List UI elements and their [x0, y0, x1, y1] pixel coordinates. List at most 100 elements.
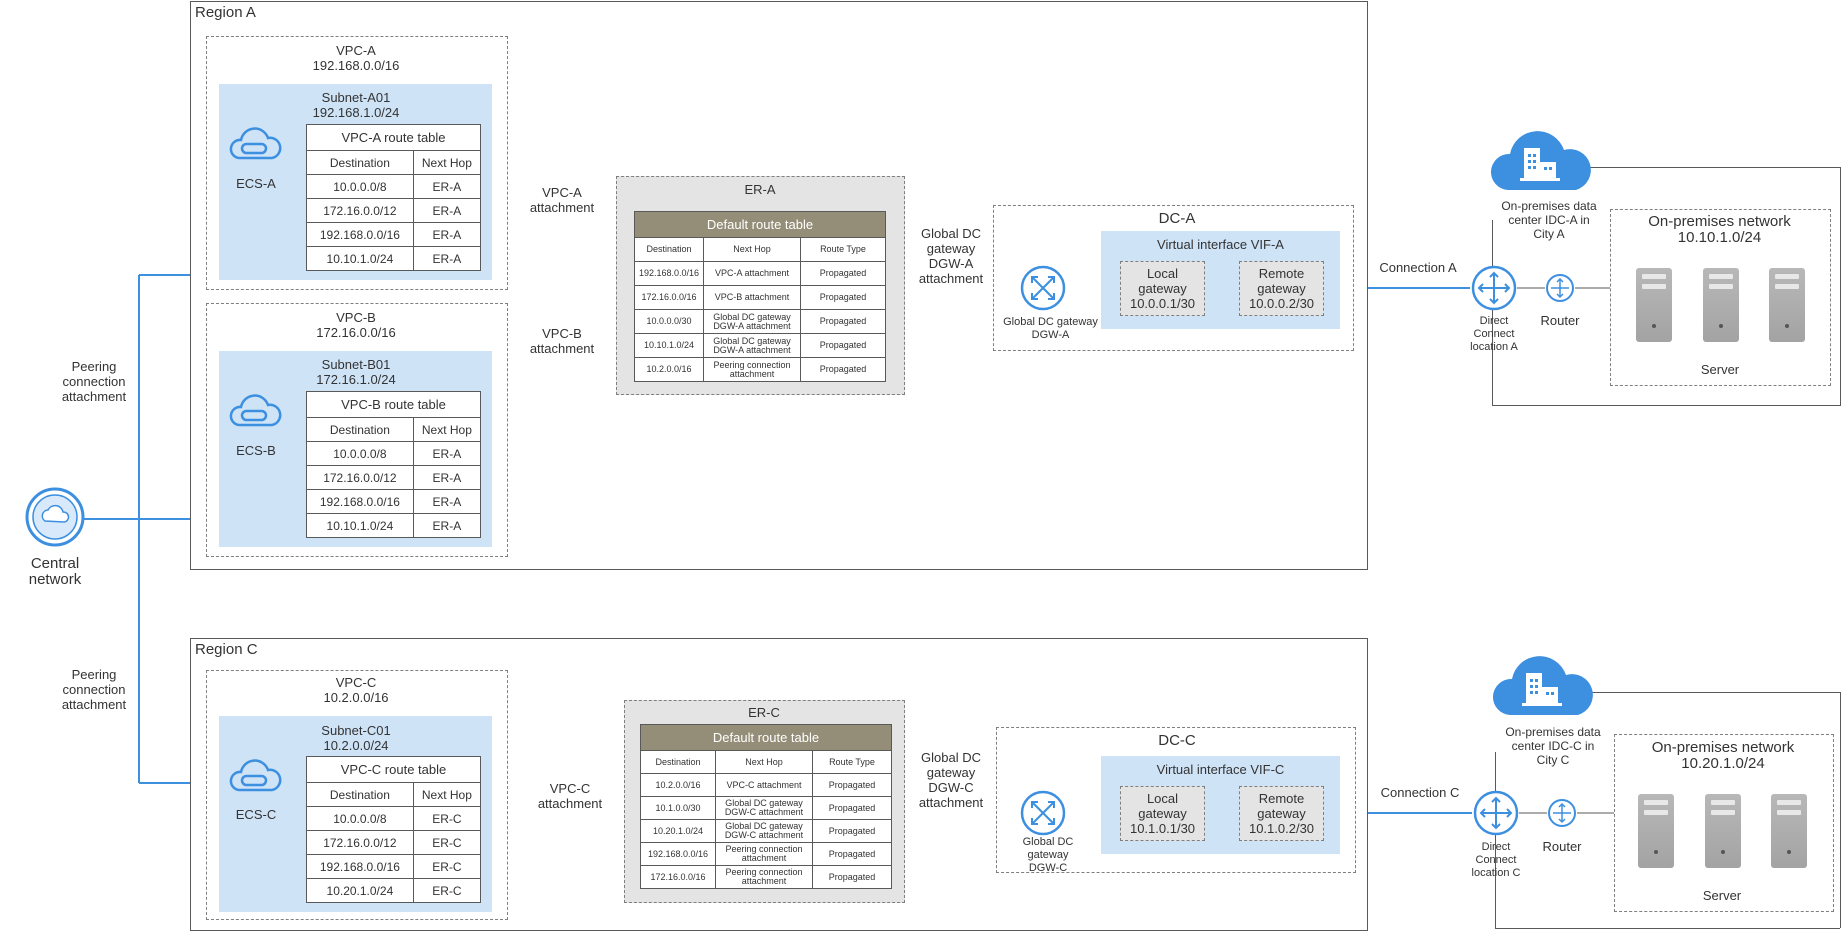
idc-c-box-left	[1495, 752, 1496, 928]
direct-connect-a-icon	[1470, 264, 1518, 312]
server-icon	[1769, 268, 1805, 342]
dgw-c-label: Global DC gateway DGW-C	[1022, 836, 1074, 874]
server-c-label: Server	[1702, 888, 1742, 903]
subnet-a01-cidr: 192.168.1.0/24	[312, 105, 400, 120]
column-header: Destination	[306, 782, 414, 807]
vpc-c-route-table-title: VPC-C route table	[306, 756, 481, 783]
idc-c-box-bottom	[1495, 928, 1840, 929]
vpc-c-cidr: 10.2.0.0/16	[323, 690, 389, 705]
vpc-b-cidr: 172.16.0.0/16	[316, 325, 396, 340]
idc-a-cloud-building-icon	[1488, 130, 1598, 192]
column-header: Next Hop	[412, 150, 482, 175]
column-header: Next Hop	[715, 750, 813, 774]
er-a-route-table-title: Default route table	[634, 211, 886, 238]
remote-gateway-c: Remote gateway 10.1.0.2/30	[1239, 786, 1324, 841]
vpc-b	[206, 303, 508, 557]
onprem-network-a-cidr: 10.10.1.0/24	[1677, 229, 1762, 246]
column-header: Destination	[634, 237, 704, 262]
central-network-label: Central network	[28, 555, 82, 588]
dc-c-name: DC-C	[1158, 732, 1196, 749]
column-header: Next Hop	[412, 417, 482, 442]
central-network-icon	[25, 487, 85, 547]
router-c-icon	[1547, 798, 1577, 828]
peering-label-c: Peering connection attachment	[61, 667, 127, 712]
dc-a-name: DC-A	[1158, 210, 1196, 227]
ecs-b-icon	[226, 391, 286, 431]
peering-label-a: Peering connection attachment	[61, 359, 127, 404]
ecs-c-label: ECS-C	[235, 807, 277, 822]
vpc-b-name: VPC-B	[336, 310, 376, 325]
connection-c-label: Connection C	[1380, 785, 1460, 800]
region-a-title: Region A	[195, 4, 256, 21]
direct-connect-a-label: Direct Connect location A	[1470, 315, 1518, 353]
idc-c-box-top	[1588, 692, 1840, 693]
onprem-network-c	[1614, 734, 1834, 912]
vpc-b-attachment-label: VPC-B attachment	[529, 326, 595, 356]
vif-c-label: Virtual interface VIF-C	[1156, 762, 1285, 777]
vpc-b-route-table-title: VPC-B route table	[306, 391, 481, 418]
dgw-a-label: Global DC gateway DGW-A	[1003, 316, 1098, 341]
dc-c	[996, 727, 1356, 873]
er-c-name: ER-C	[748, 705, 780, 720]
server-icon	[1638, 794, 1674, 868]
connection-a-label: Connection A	[1379, 260, 1457, 275]
router-a-label: Router	[1540, 313, 1580, 328]
column-header: Destination	[640, 750, 716, 774]
column-header: Route Type	[800, 237, 886, 262]
vpc-a-name: VPC-A	[336, 43, 376, 58]
vpc-a-attachment-label: VPC-A attachment	[529, 185, 595, 215]
dgw-a-attachment-label: Global DC gateway DGW-A attachment	[918, 226, 984, 286]
vpc-c-name: VPC-C	[335, 675, 377, 690]
ecs-b-label: ECS-B	[236, 443, 276, 458]
onprem-network-c-cidr: 10.20.1.0/24	[1681, 755, 1765, 772]
vif-a-label: Virtual interface VIF-A	[1157, 237, 1284, 252]
subnet-c01-cidr: 10.2.0.0/24	[323, 738, 389, 753]
ecs-a-icon	[226, 124, 286, 164]
er-a-name: ER-A	[744, 182, 776, 197]
direct-connect-c-icon	[1472, 789, 1520, 837]
idc-a-box-left	[1492, 220, 1493, 405]
subnet-c01-name: Subnet-C01	[321, 723, 391, 738]
onprem-network-a-title: On-premises network	[1648, 213, 1791, 230]
global-dc-gateway-c-icon	[1019, 789, 1067, 837]
server-icon	[1636, 268, 1672, 342]
vpc-a-cidr: 192.168.0.0/16	[312, 58, 400, 73]
idc-a-box-top	[1584, 167, 1840, 168]
vpc-c-attachment-label: VPC-C attachment	[537, 781, 603, 811]
onprem-network-c-title: On-premises network	[1651, 739, 1795, 756]
idc-a-label: On-premises data center IDC-A in City A	[1501, 199, 1597, 241]
onprem-network-a	[1610, 209, 1831, 386]
vpc-a	[206, 36, 508, 290]
ecs-c-icon	[226, 756, 286, 796]
column-header: Route Type	[812, 750, 892, 774]
idc-c-cloud-building-icon	[1490, 655, 1600, 717]
vpc-c	[206, 670, 508, 920]
server-a-label: Server	[1700, 362, 1740, 377]
server-icon	[1703, 268, 1739, 342]
local-gateway-c: Local gateway 10.1.0.1/30	[1120, 786, 1205, 841]
